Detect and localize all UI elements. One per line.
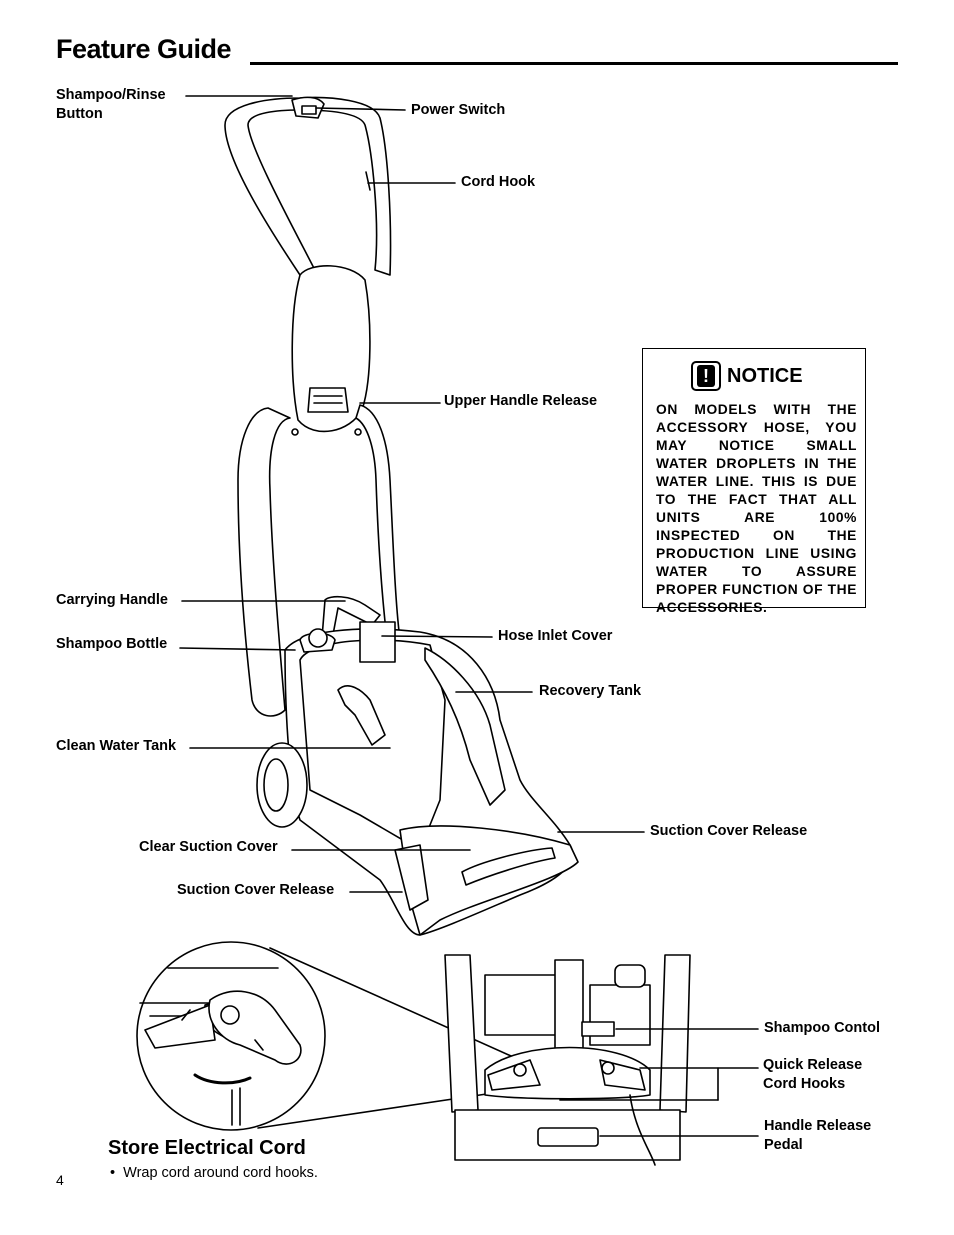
notice-box: ! NOTICE ON MODELS WITH THE ACCESSORY HO… bbox=[642, 348, 866, 615]
label-cord-hook: Cord Hook bbox=[461, 174, 536, 190]
notice-header: ! NOTICE bbox=[691, 361, 803, 391]
label-shampoo-control: Shampoo Contol bbox=[764, 1020, 880, 1036]
label-clear-suction-cover: Clear Suction Cover bbox=[139, 839, 278, 855]
bullet-dot: • bbox=[110, 1165, 124, 1181]
label-suction-cover-release-left: Suction Cover Release bbox=[177, 882, 335, 898]
notice-title: NOTICE bbox=[727, 364, 803, 387]
label-clean-water-tank: Clean Water Tank bbox=[56, 738, 177, 754]
store-cord-bullet: • Wrap cord around cord hooks. bbox=[110, 1165, 318, 1181]
notice-body: ON MODELS WITH THE ACCESSORY HOSE, YOU M… bbox=[656, 402, 857, 615]
label-hose-inlet-cover: Hose Inlet Cover bbox=[498, 628, 613, 644]
label-shampoo-bottle: Shampoo Bottle bbox=[56, 636, 168, 652]
page-number: 4 bbox=[56, 1172, 64, 1188]
label-quick-release-cord-hooks: Quick Release Cord Hooks bbox=[763, 1057, 863, 1092]
title-rule bbox=[250, 62, 898, 65]
label-upper-handle-release: Upper Handle Release bbox=[444, 393, 598, 409]
exclamation-icon: ! bbox=[691, 361, 721, 391]
store-cord-title: Store Electrical Cord bbox=[108, 1137, 306, 1159]
page-title: Feature Guide bbox=[56, 34, 232, 64]
label-shampoo-rinse-button: Shampoo/Rinse Button bbox=[56, 87, 166, 122]
label-suction-cover-release-right: Suction Cover Release bbox=[650, 823, 808, 839]
label-recovery-tank: Recovery Tank bbox=[539, 683, 642, 699]
store-cord-bullet-text: Wrap cord around cord hooks. bbox=[123, 1165, 318, 1181]
label-power-switch: Power Switch bbox=[411, 102, 506, 118]
label-handle-release-pedal: Handle Release Pedal bbox=[764, 1118, 872, 1153]
label-carrying-handle: Carrying Handle bbox=[56, 592, 168, 608]
